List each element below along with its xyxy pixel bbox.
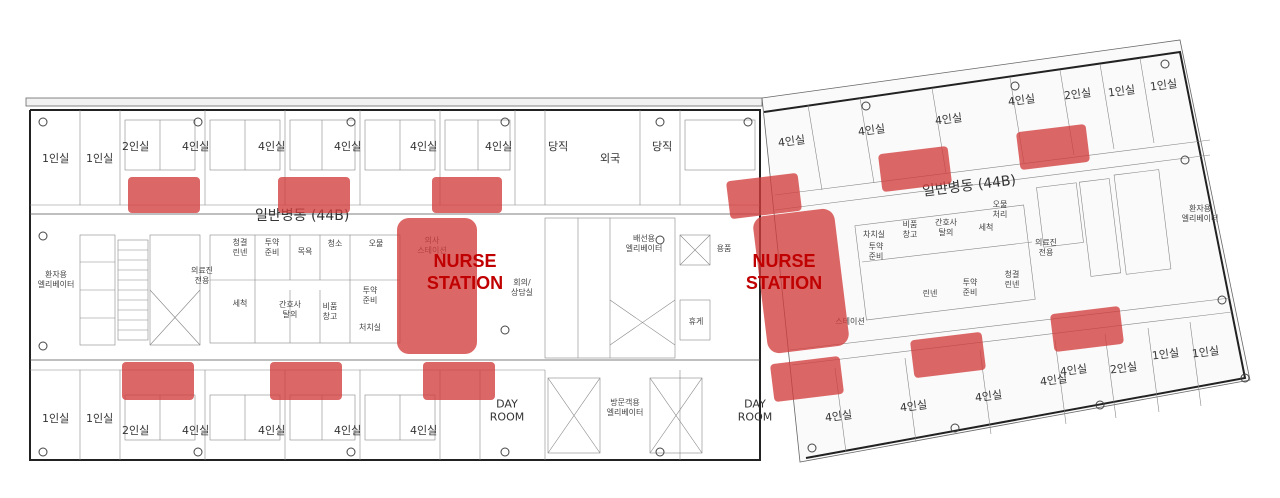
room-label: 스테이션: [835, 316, 864, 326]
room-label: 당직: [548, 140, 568, 153]
room-label: 2인실: [1109, 360, 1138, 376]
room-label: 외국: [600, 152, 620, 165]
highlight-zone: [432, 177, 502, 213]
room-label: 4인실: [899, 398, 928, 414]
room-label: 4인실: [182, 424, 209, 437]
room-label: 4인실: [824, 408, 853, 424]
room-label: 청소: [328, 239, 343, 248]
room-label: 차치실: [863, 229, 885, 239]
room-label: 2인실: [122, 424, 149, 437]
room-label: 4인실: [258, 424, 285, 437]
room-label: 오물: [369, 239, 384, 248]
room-label: 4인실: [1059, 362, 1088, 378]
room-label: 4인실: [334, 140, 361, 153]
room-label: 세척: [233, 299, 248, 308]
room-label: 2인실: [1063, 86, 1092, 102]
highlight-zones: [122, 124, 1124, 402]
nurse-station-highlight-right: [753, 208, 849, 354]
room-label: 4인실: [857, 122, 886, 138]
room-label: 4인실: [410, 140, 437, 153]
room-label: 4인실: [410, 424, 437, 437]
room-label: 4인실: [485, 140, 512, 153]
room-label: 1인실: [86, 412, 113, 425]
room-label: 4인실: [777, 133, 806, 149]
highlight-zone: [1016, 124, 1090, 170]
room-label: 4인실: [1007, 92, 1036, 108]
nurse-station-highlight-left: [397, 218, 477, 354]
room-label: 1인실: [42, 412, 69, 425]
room-label: 당직: [652, 140, 672, 153]
room-label: 세척: [979, 223, 994, 232]
highlight-zone: [770, 356, 844, 402]
highlight-zone: [1050, 306, 1124, 352]
highlight-zone: [278, 177, 350, 213]
room-label: 4인실: [182, 140, 209, 153]
room-label: 1인실: [42, 152, 69, 165]
room-label: 1인실: [1191, 344, 1220, 360]
room-label: 2인실: [122, 140, 149, 153]
room-label: 1인실: [1107, 83, 1136, 99]
highlight-zone: [122, 362, 194, 400]
right-wing: [743, 39, 1251, 463]
room-label: 4인실: [934, 111, 963, 127]
highlight-zone: [270, 362, 342, 400]
room-label: 1인실: [86, 152, 113, 165]
room-label: 4인실: [334, 424, 361, 437]
room-label: 4인실: [258, 140, 285, 153]
room-label: 4인실: [1039, 372, 1068, 388]
room-label: 휴게: [689, 316, 704, 326]
room-label: 1인실: [1149, 77, 1178, 93]
room-label: 처치실: [359, 322, 381, 332]
highlight-zone: [726, 173, 802, 219]
room-label: 4인실: [974, 388, 1003, 404]
highlight-zone: [128, 177, 200, 213]
highlight-zone: [423, 362, 495, 400]
room-label: 용품: [717, 244, 732, 253]
highlight-zone: [910, 332, 986, 378]
room-label: 1인실: [1151, 346, 1180, 362]
left-wing: [25, 97, 763, 461]
room-label: 린넨: [923, 288, 938, 298]
room-label: 회의/상담실: [511, 277, 533, 297]
highlight-zone: [878, 146, 952, 192]
room-label: 목욕: [298, 247, 313, 256]
room-labels: 1인실 1인실 2인실 4인실 4인실 4인실 4인실 4인실 당직 외국 당직…: [38, 77, 1220, 437]
